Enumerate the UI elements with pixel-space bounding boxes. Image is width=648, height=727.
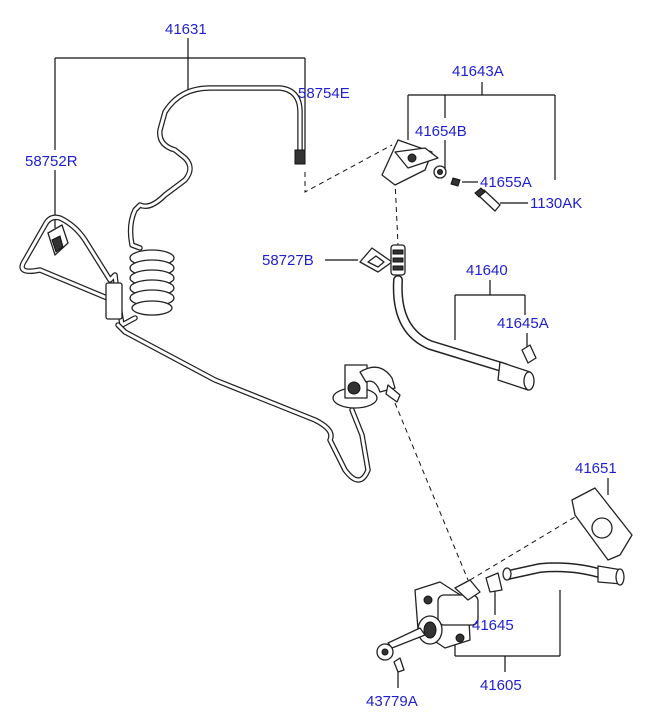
label-41654B: 41654B — [415, 123, 467, 140]
part-labels: 41631 58754E 58752R 41643A 41654B 41655A… — [25, 21, 617, 710]
phantom-lines — [304, 144, 591, 581]
reservoir-pipe — [502, 562, 625, 586]
clip-58727B — [359, 247, 393, 273]
label-41605: 41605 — [480, 677, 522, 694]
gasket-41651 — [571, 487, 633, 561]
label-43779A: 43779A — [366, 693, 418, 710]
tee-fitting — [332, 364, 401, 409]
label-41631: 41631 — [165, 21, 207, 38]
label-41651: 41651 — [575, 460, 617, 477]
label-41645: 41645 — [472, 617, 514, 634]
label-58752R: 58752R — [25, 153, 78, 170]
label-58727B: 58727B — [262, 252, 314, 269]
clutch-hose — [390, 244, 537, 391]
leader-lines — [54, 38, 609, 688]
label-41645A: 41645A — [497, 315, 549, 332]
label-1130AK: 1130AK — [530, 195, 582, 212]
coil-section — [129, 249, 175, 316]
master-cylinder — [376, 572, 503, 673]
bracket-assembly — [381, 139, 501, 212]
clutch-tube — [19, 85, 371, 483]
label-41655A: 41655A — [480, 174, 532, 191]
label-41643A: 41643A — [452, 63, 504, 80]
label-41640: 41640 — [466, 262, 508, 279]
label-58754E: 58754E — [298, 85, 350, 102]
